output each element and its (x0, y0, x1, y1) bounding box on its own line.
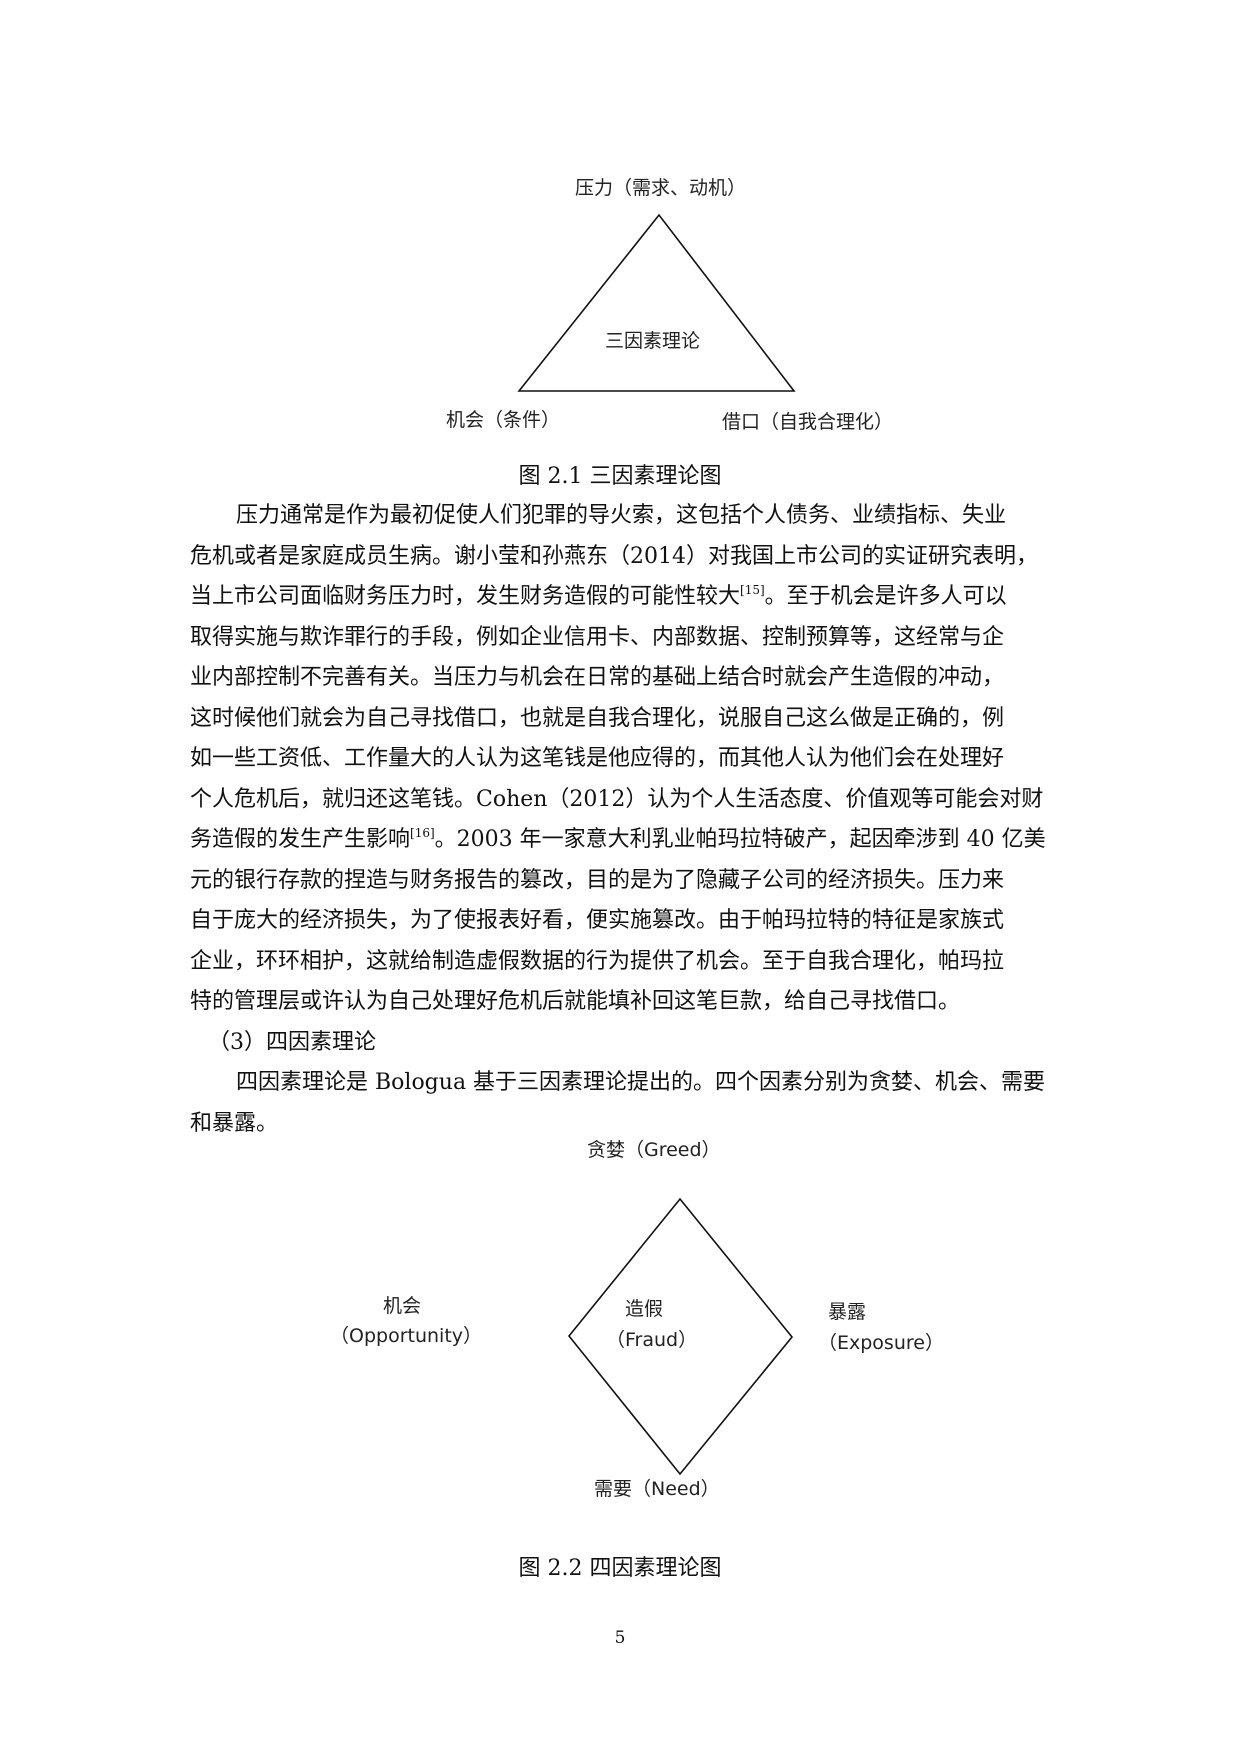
diamond-right-label-en: （Exposure） (818, 1332, 944, 1354)
text-line: 如一些工资低、工作量大的人认为这笔钱是他应得的，而其他人认为他们会在处理好 (190, 746, 1005, 771)
diamond-top-label: 贪婪（Greed） (587, 1139, 721, 1161)
triangle-top-label: 压力（需求、动机） (575, 177, 747, 199)
diamond-shape (567, 1197, 794, 1476)
text-line: 当上市公司面临财务压力时，发生财务造假的可能性较大[15]。至于机会是许多人可以 (190, 583, 1007, 609)
text-line: 和暴露。 (190, 1110, 279, 1136)
diamond-center-label-en: （Fraud） (606, 1329, 698, 1351)
text-line: 元的银行存款的捏造与财务报告的篡改，目的是为了隐藏子公司的经济损失。压力来 (190, 867, 1005, 893)
diamond-left-label-cn: 机会 (383, 1295, 422, 1317)
text-line: 个人危机后，就归还这笔钱。Cohen（2012）认为个人生活态度、价值观等可能会… (190, 786, 1044, 812)
text-line: 业内部控制不完善有关。当压力与机会在日常的基础上结合时就会产生造假的冲动， (190, 665, 1005, 690)
citation-15[interactable]: [15] (740, 583, 765, 597)
section-heading: （3）四因素理论 (208, 1029, 376, 1055)
text-line: 这时候他们就会为自己寻找借口，也就是自我合理化，说服自己这么做是正确的，例 (190, 705, 1005, 731)
text-line: 取得实施与欺诈罪行的手段，例如企业信用卡、内部数据、控制预算等，这经常与企 (190, 624, 1005, 650)
triangle-left-label: 机会（条件） (446, 409, 561, 431)
paragraph-1: 压力通常是作为最初促使人们犯罪的导火索，这包括个人债务、业绩指标、失业 危机或者… (190, 496, 1135, 1144)
text-line: 压力通常是作为最初促使人们犯罪的导火索，这包括个人债务、业绩指标、失业 (236, 503, 1007, 528)
text-line: 务造假的发生产生影响[16]。2003 年一家意大利乳业帕玛拉特破产，起因牵涉到… (190, 826, 1046, 852)
figure-caption-2-1: 图 2.1 三因素理论图 (518, 464, 722, 489)
diamond-bottom-label: 需要（Need） (594, 1478, 720, 1500)
diamond-left-label-en: （Opportunity） (330, 1325, 483, 1347)
page-number: 5 (614, 1628, 626, 1648)
diamond-center-label-cn: 造假 (625, 1298, 664, 1320)
figure-caption-2-2: 图 2.2 四因素理论图 (518, 1556, 722, 1581)
text-line: 特的管理层或许认为自己处理好危机后就能填补回这笔巨款，给自己寻找借口。 (190, 989, 961, 1014)
triangle-shape (517, 213, 796, 392)
text-line: 四因素理论是 Bologua 基于三因素理论提出的。四个因素分别为贪婪、机会、需… (236, 1070, 1046, 1095)
triangle-right-label: 借口（自我合理化） (722, 411, 894, 433)
citation-16[interactable]: [16] (410, 826, 435, 840)
text-line: 自于庞大的经济损失，为了使报表好看，便实施篡改。由于帕玛拉特的特征是家族式 (190, 908, 1005, 933)
triangle-center-label: 三因素理论 (605, 330, 701, 352)
diamond-right-label-cn: 暴露 (828, 1301, 867, 1323)
text-line: 危机或者是家庭成员生病。谢小莹和孙燕东（2014）对我国上市公司的实证研究表明， (190, 543, 1038, 569)
text-line: 企业，环环相护，这就给制造虚假数据的行为提供了机会。至于自我合理化，帕玛拉 (190, 948, 1005, 974)
